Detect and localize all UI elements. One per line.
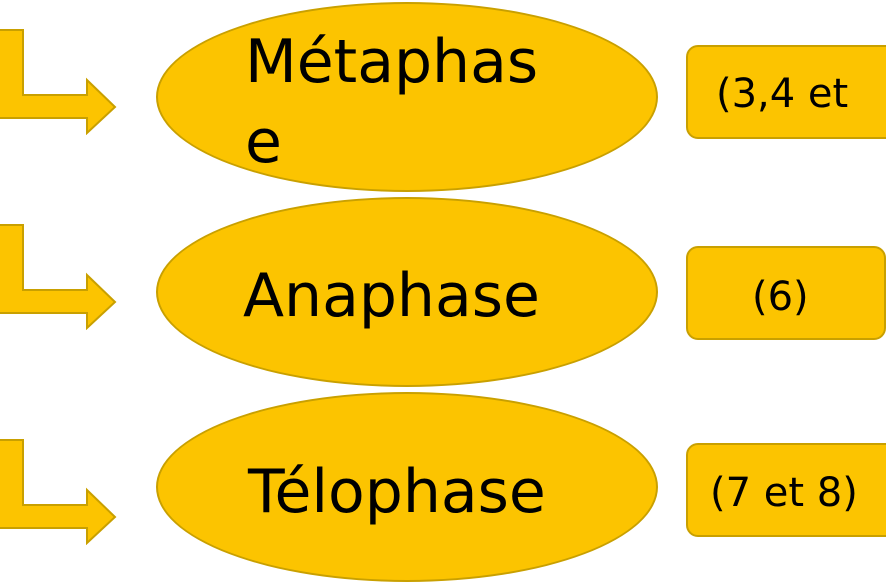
phase-label-metaphase-line1: Métaphas — [245, 27, 539, 97]
bent-arrow-icon — [0, 224, 117, 330]
bent-arrow-icon — [0, 439, 117, 545]
phase-detail-anaphase: (6) — [752, 274, 809, 320]
phase-detail-box-anaphase — [686, 246, 886, 340]
phase-detail-box-telophase — [686, 443, 886, 537]
phase-ellipse-anaphase — [156, 197, 658, 387]
phase-detail-metaphase: (3,4 et — [716, 71, 849, 117]
bent-arrow-icon — [0, 29, 117, 135]
phase-detail-telophase: (7 et 8) — [710, 470, 858, 516]
phase-label-anaphase: Anaphase — [243, 261, 540, 331]
phase-detail-box-metaphase — [686, 45, 886, 139]
phase-label-metaphase-line2: e — [245, 107, 282, 177]
phase-label-telophase: Télophase — [248, 457, 546, 527]
phase-ellipse-metaphase — [156, 2, 658, 192]
phase-ellipse-telophase — [156, 392, 658, 582]
